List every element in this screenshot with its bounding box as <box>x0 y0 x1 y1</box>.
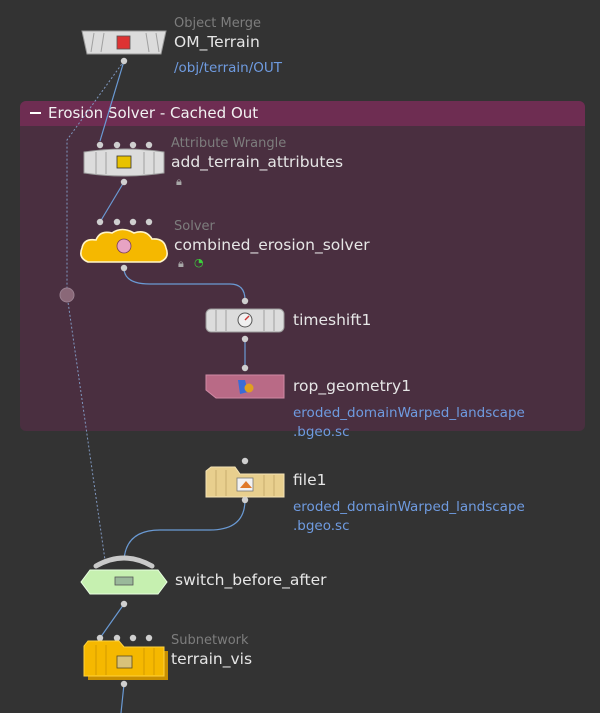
switch-icon <box>114 576 134 586</box>
wire-dot[interactable] <box>59 287 75 303</box>
subnetwork-icon <box>116 655 133 669</box>
wire-dot-to-switch <box>66 294 106 561</box>
node-name-om-terrain[interactable]: OM_Terrain <box>174 33 260 51</box>
node-name-timeshift1[interactable]: timeshift1 <box>293 311 372 329</box>
node-name-rop-geometry1[interactable]: rop_geometry1 <box>293 377 412 395</box>
node-type-label: Object Merge <box>174 16 262 31</box>
network-box-header[interactable]: Erosion Solver - Cached Out <box>20 101 585 126</box>
lock-icon: 🔒︎ <box>176 175 182 188</box>
wire-wrangle-to-solver <box>99 181 125 223</box>
network-box-title: Erosion Solver - Cached Out <box>48 104 259 122</box>
clock-icon: ◔ <box>194 256 204 269</box>
wrangle-icon <box>116 155 132 169</box>
wire-terrain-to-switch-bypass <box>66 60 125 295</box>
node-path-rop-geometry1-line2: .bgeo.sc <box>293 424 350 440</box>
wire-file-to-switch <box>123 499 246 561</box>
wire-vis-output <box>120 683 125 713</box>
node-type-label: Attribute Wrangle <box>171 136 287 151</box>
node-type-label: Solver <box>174 219 215 234</box>
node-name-file1[interactable]: file1 <box>293 471 327 489</box>
node-path-file1-line2: .bgeo.sc <box>293 518 350 534</box>
node-name-add-terrain-attributes[interactable]: add_terrain_attributes <box>171 153 344 171</box>
node-rop-geometry1[interactable] <box>205 364 285 399</box>
node-timeshift1[interactable] <box>205 297 285 343</box>
solver-brain-icon <box>116 238 132 254</box>
lock-icon: 🔒︎ <box>178 257 184 270</box>
wire-solver-to-timeshift <box>123 267 246 301</box>
wire-switch-to-vis <box>99 603 125 639</box>
node-file1[interactable] <box>205 457 285 504</box>
node-om-terrain[interactable] <box>81 30 167 65</box>
node-path-om-terrain: /obj/terrain/OUT <box>174 60 283 76</box>
collapse-icon[interactable] <box>30 112 41 114</box>
node-name-terrain-vis[interactable]: terrain_vis <box>171 650 253 668</box>
node-name-switch-before-after[interactable]: switch_before_after <box>175 571 327 589</box>
node-terrain-vis[interactable] <box>83 634 168 688</box>
node-name-combined-erosion-solver[interactable]: combined_erosion_solver <box>174 236 370 254</box>
node-switch-before-after[interactable] <box>80 555 168 608</box>
wire-terrain-to-wrangle <box>99 60 125 142</box>
node-path-file1-line1: eroded_domainWarped_landscape <box>293 499 525 515</box>
node-path-rop-geometry1-line1: eroded_domainWarped_landscape <box>293 405 525 421</box>
object-merge-icon <box>116 35 131 50</box>
node-type-label: Subnetwork <box>171 633 249 648</box>
node-add-terrain-attributes[interactable] <box>83 141 165 186</box>
node-combined-erosion-solver[interactable] <box>80 218 168 272</box>
